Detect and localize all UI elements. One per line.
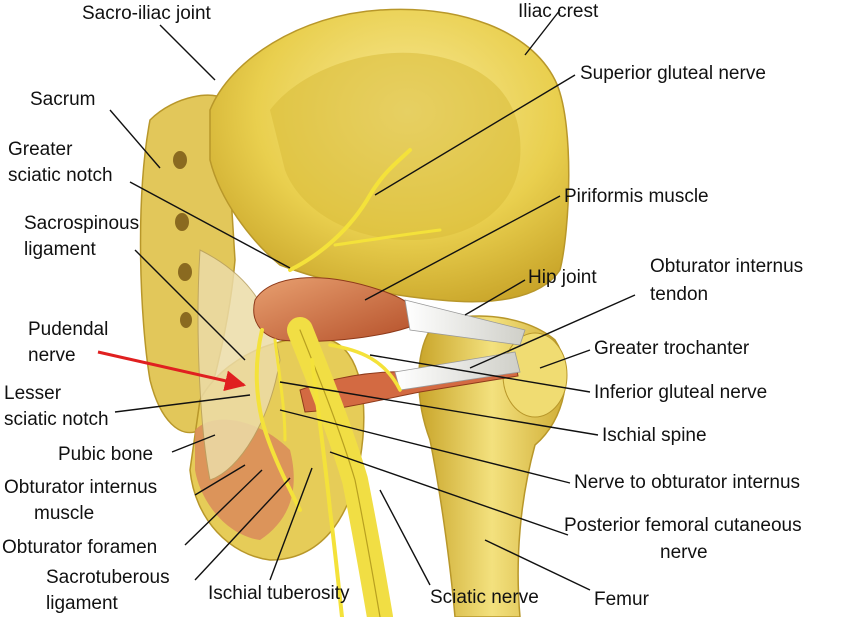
leader-pubic-bone	[171, 434, 216, 453]
leader-posterior-femoral	[329, 451, 569, 536]
label-posterior-femoral-cutaneous-nerve-2: nerve	[660, 542, 708, 563]
leader-lesser-sciatic-notch	[114, 394, 251, 413]
iliac-fossa-shadow	[270, 52, 521, 241]
leader-lines	[109, 9, 636, 591]
leader-nerve-obturator	[279, 409, 571, 484]
leader-ischial-spine	[279, 381, 599, 436]
label-posterior-femoral-cutaneous-nerve-1: Posterior femoral cutaneous	[564, 515, 802, 536]
label-inferior-gluteal-nerve: Inferior gluteal nerve	[594, 382, 768, 403]
label-lesser-sciatic-notch-2: sciatic notch	[4, 409, 109, 430]
label-superior-gluteal-nerve: Superior gluteal nerve	[580, 63, 766, 84]
label-sacrospinous-ligament-2: ligament	[24, 239, 96, 260]
pudendal-nerve-shape	[254, 328, 302, 512]
sacral-foramen	[173, 151, 187, 169]
sacral-foramen	[178, 263, 192, 281]
leader-iliac-crest	[524, 9, 561, 56]
label-hip-joint: Hip joint	[528, 267, 597, 288]
label-obturator-internus-muscle-1: Obturator internus	[4, 477, 158, 498]
pudendal-arrow	[97, 350, 247, 392]
leader-greater-sciatic-notch	[129, 181, 291, 269]
leader-piriformis	[364, 195, 561, 301]
label-nerve-to-obturator-internus: Nerve to obturator internus	[574, 472, 801, 493]
superior-gluteal-branch	[333, 228, 442, 247]
nerves-group	[254, 148, 442, 617]
label-sacrospinous-ligament-1: Sacrospinous	[24, 213, 140, 234]
label-pudendal-nerve-1: Pudendal	[28, 319, 109, 340]
label-sacro-iliac-joint: Sacro-iliac joint	[82, 3, 211, 24]
label-piriformis-muscle: Piriformis muscle	[564, 186, 709, 207]
label-obturator-internus-muscle-2: muscle	[34, 503, 95, 524]
label-iliac-crest: Iliac crest	[518, 1, 599, 22]
label-femur: Femur	[594, 589, 649, 610]
leader-sciatic-nerve	[379, 489, 431, 586]
label-obturator-internus-tendon-1: Obturator internus	[650, 256, 804, 277]
piriformis-tendon-shape	[404, 299, 526, 346]
posterior-femoral-cutaneous-shape	[310, 358, 344, 617]
label-sacrotuberous-ligament-1: Sacrotuberous	[46, 567, 170, 588]
leader-sacrotuberous	[194, 477, 291, 581]
sacral-foramen	[180, 312, 192, 328]
label-pubic-bone: Pubic bone	[58, 444, 154, 465]
label-sacrotuberous-ligament-2: ligament	[46, 593, 118, 614]
leader-inferior-gluteal	[369, 354, 591, 393]
leader-greater-trochanter	[539, 349, 591, 369]
label-lesser-sciatic-notch-1: Lesser	[4, 383, 62, 404]
leader-sacrum	[109, 109, 161, 169]
superior-gluteal-nerve-shape	[288, 148, 412, 272]
label-ischial-spine: Ischial spine	[602, 425, 707, 446]
leader-ischial-tuberosity	[269, 467, 313, 581]
leader-sacrospinous	[134, 249, 246, 361]
label-pudendal-nerve-2: nerve	[28, 345, 76, 366]
label-sciatic-nerve: Sciatic nerve	[430, 587, 539, 608]
nerve-to-obturator-internus-shape	[273, 338, 287, 442]
leader-obturator-tendon	[469, 294, 636, 369]
label-obturator-internus-tendon-2: tendon	[650, 284, 709, 305]
leader-hip-joint	[464, 279, 526, 316]
leader-obturator-internus-muscle	[194, 464, 246, 496]
leader-superior-gluteal	[374, 74, 576, 196]
label-ischial-tuberosity: Ischial tuberosity	[208, 583, 350, 604]
label-greater-sciatic-notch-1: Greater	[8, 139, 73, 160]
label-obturator-foramen: Obturator foramen	[2, 537, 158, 558]
sacral-foramen	[175, 213, 189, 231]
leader-obturator-foramen	[184, 469, 263, 546]
leader-femur	[484, 539, 591, 591]
leader-sacro-iliac	[159, 24, 216, 81]
sciatic-nerve-outline	[299, 329, 381, 617]
inferior-gluteal-nerve-shape	[328, 343, 402, 392]
label-sacrum: Sacrum	[30, 89, 96, 110]
label-greater-sciatic-notch-2: sciatic notch	[8, 165, 113, 186]
label-greater-trochanter: Greater trochanter	[594, 338, 750, 359]
